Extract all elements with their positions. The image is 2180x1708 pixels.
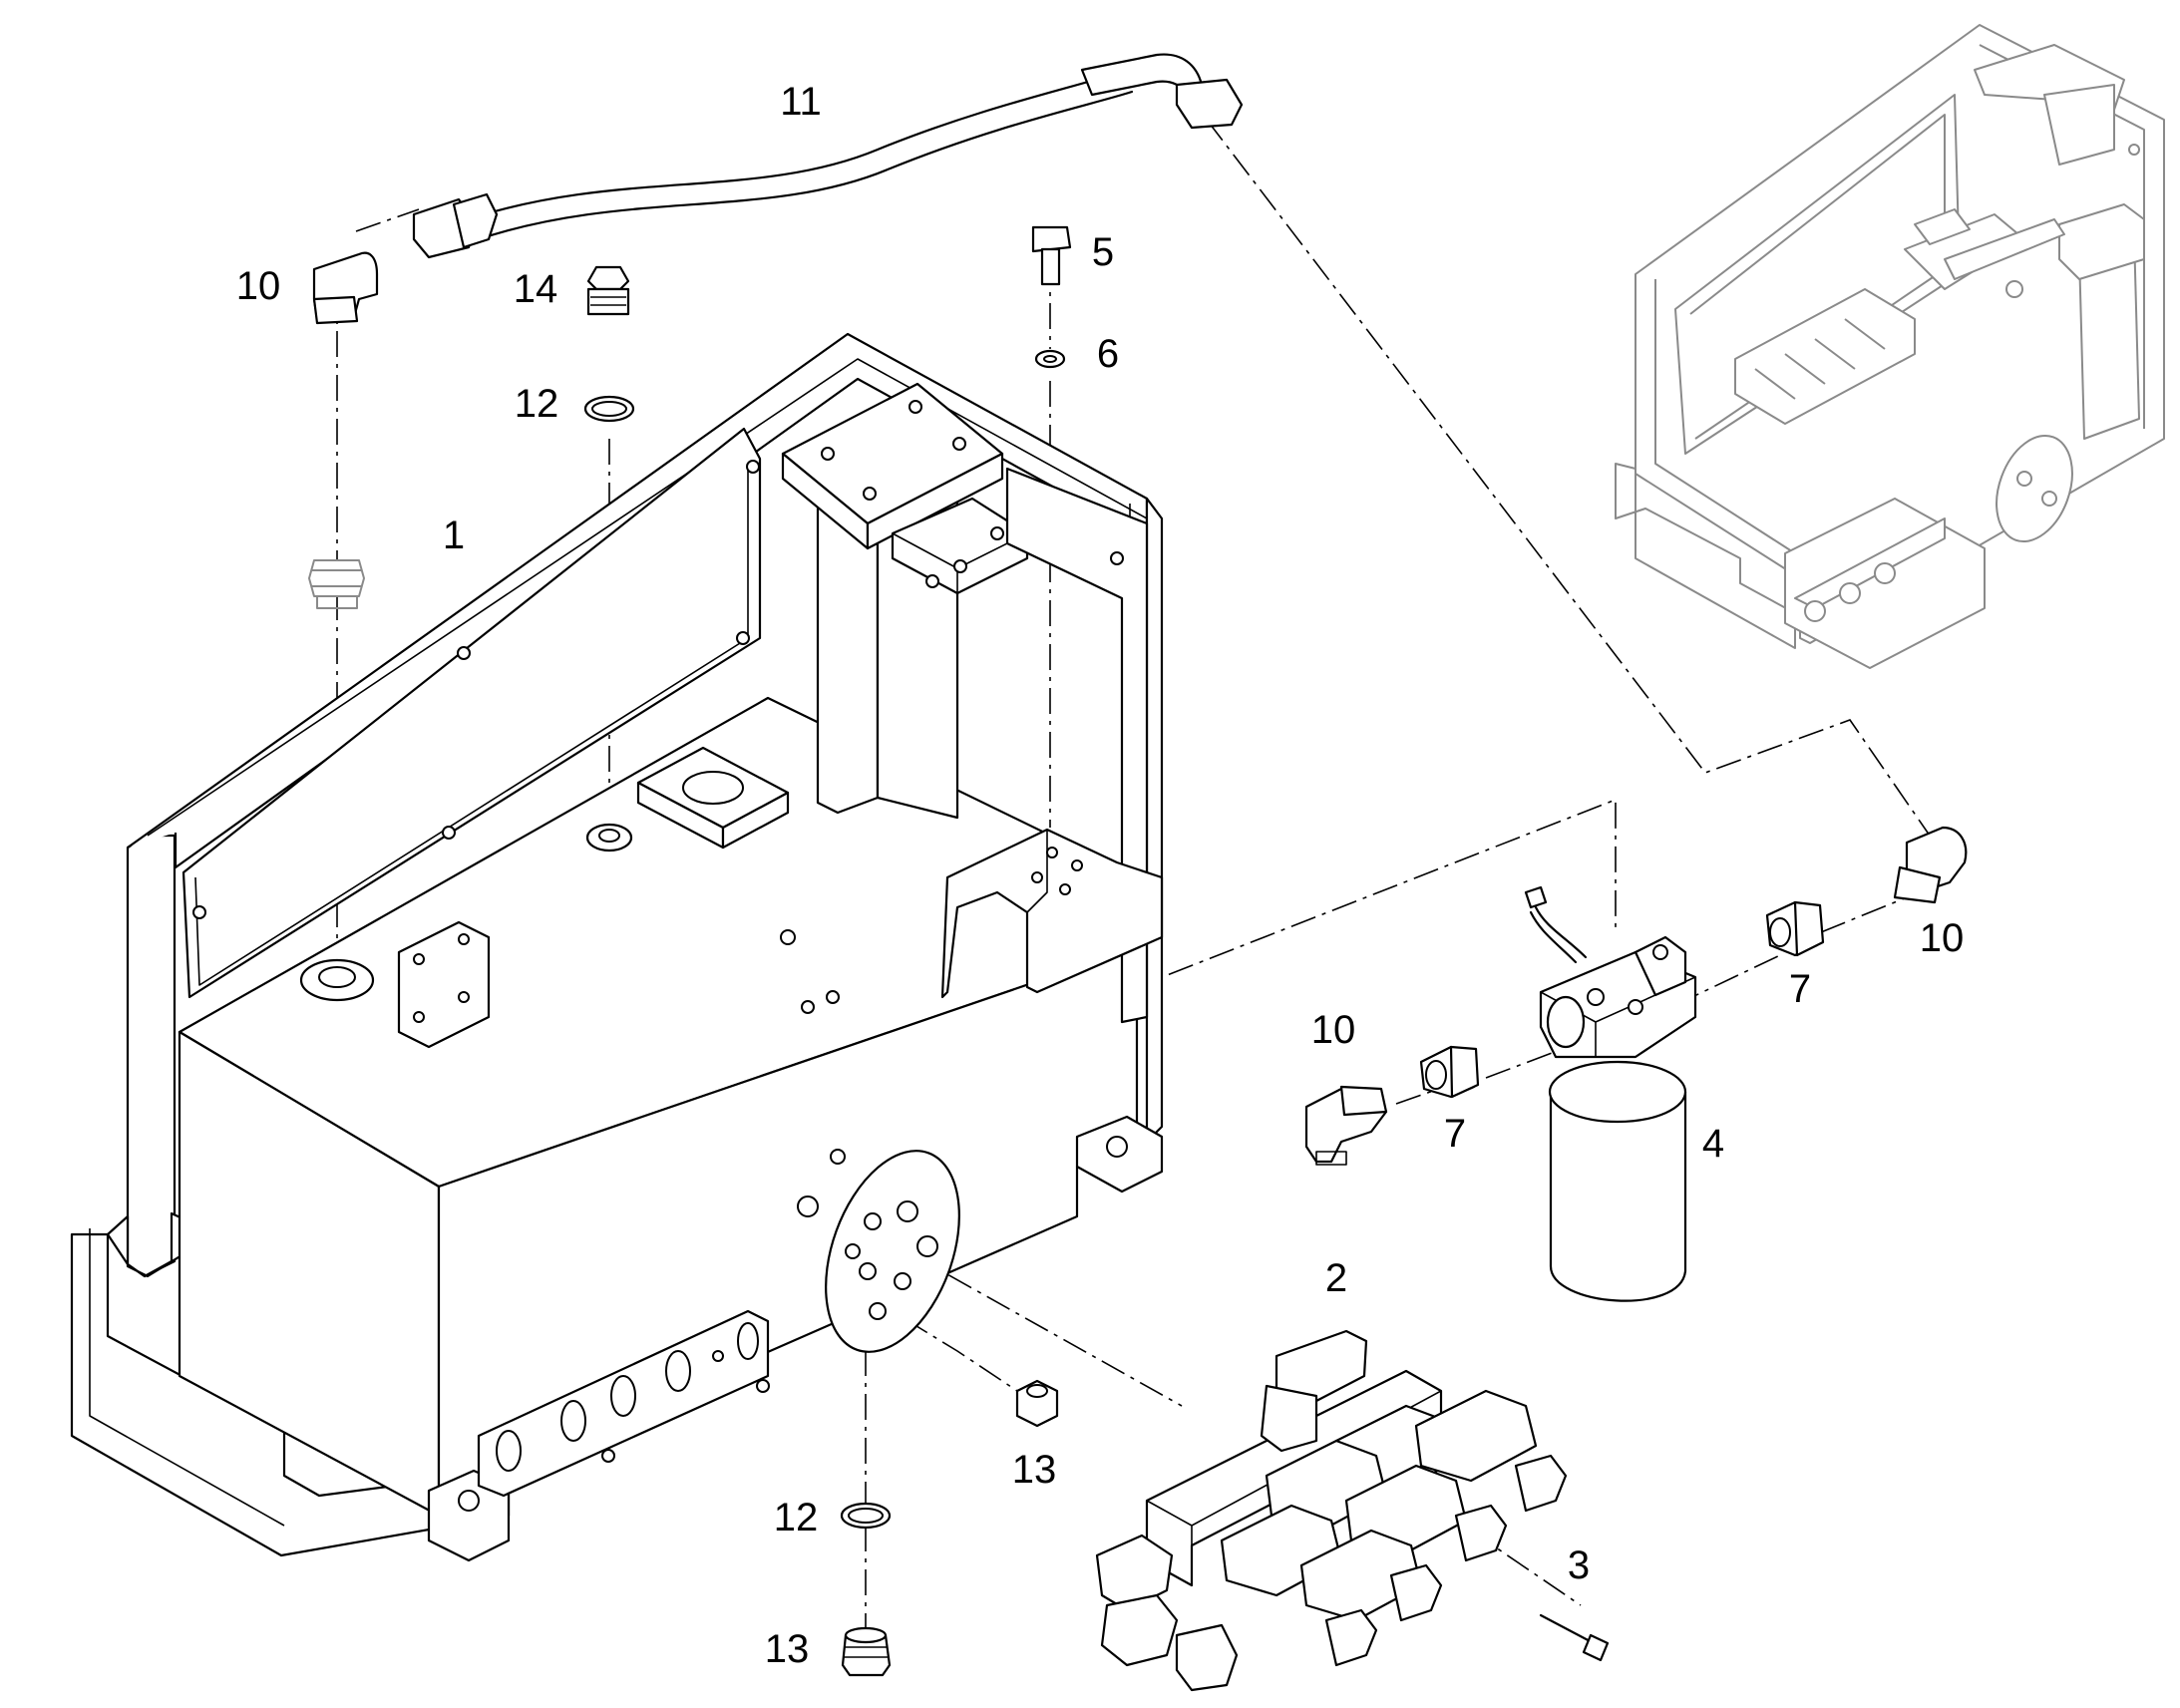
callout-1: 1 (443, 513, 465, 557)
small-parts (308, 225, 1072, 609)
callout-2: 2 (1325, 1256, 1347, 1300)
bolt-5 (1031, 225, 1072, 253)
callout-13-right: 13 (1012, 1448, 1057, 1492)
callout-3: 3 (1568, 1543, 1590, 1587)
valve-manifold (1095, 1329, 1610, 1692)
callout-10-top-left: 10 (236, 264, 281, 308)
callout-7-left: 7 (1444, 1112, 1466, 1156)
callout-14: 14 (514, 267, 558, 311)
assembly-lines (336, 119, 1931, 1635)
callout-10-right: 10 (1920, 916, 1965, 960)
plug-14 (586, 265, 630, 291)
callout-10-left: 10 (1311, 1008, 1356, 1052)
callout-11: 11 (780, 80, 822, 124)
adapter-grey (308, 559, 365, 597)
filter-fittings (1304, 826, 1968, 1166)
callout-12-top: 12 (515, 382, 559, 426)
callout-7-right: 7 (1789, 967, 1811, 1011)
reference-inset (1615, 24, 2165, 669)
callout-6: 6 (1097, 332, 1119, 376)
lower-plugs (840, 1379, 1059, 1677)
hose-assembly (412, 53, 1244, 259)
callout-13-bottom: 13 (765, 1627, 810, 1671)
callout-labels: 1 2 3 4 5 6 7 7 10 10 10 11 12 12 13 13 … (236, 80, 1965, 1671)
callout-12-bottom: 12 (774, 1496, 819, 1539)
hydraulic-tank (70, 332, 1164, 1562)
callout-5: 5 (1092, 230, 1114, 274)
callout-4: 4 (1702, 1122, 1724, 1166)
filter-assembly (1524, 885, 1697, 1302)
